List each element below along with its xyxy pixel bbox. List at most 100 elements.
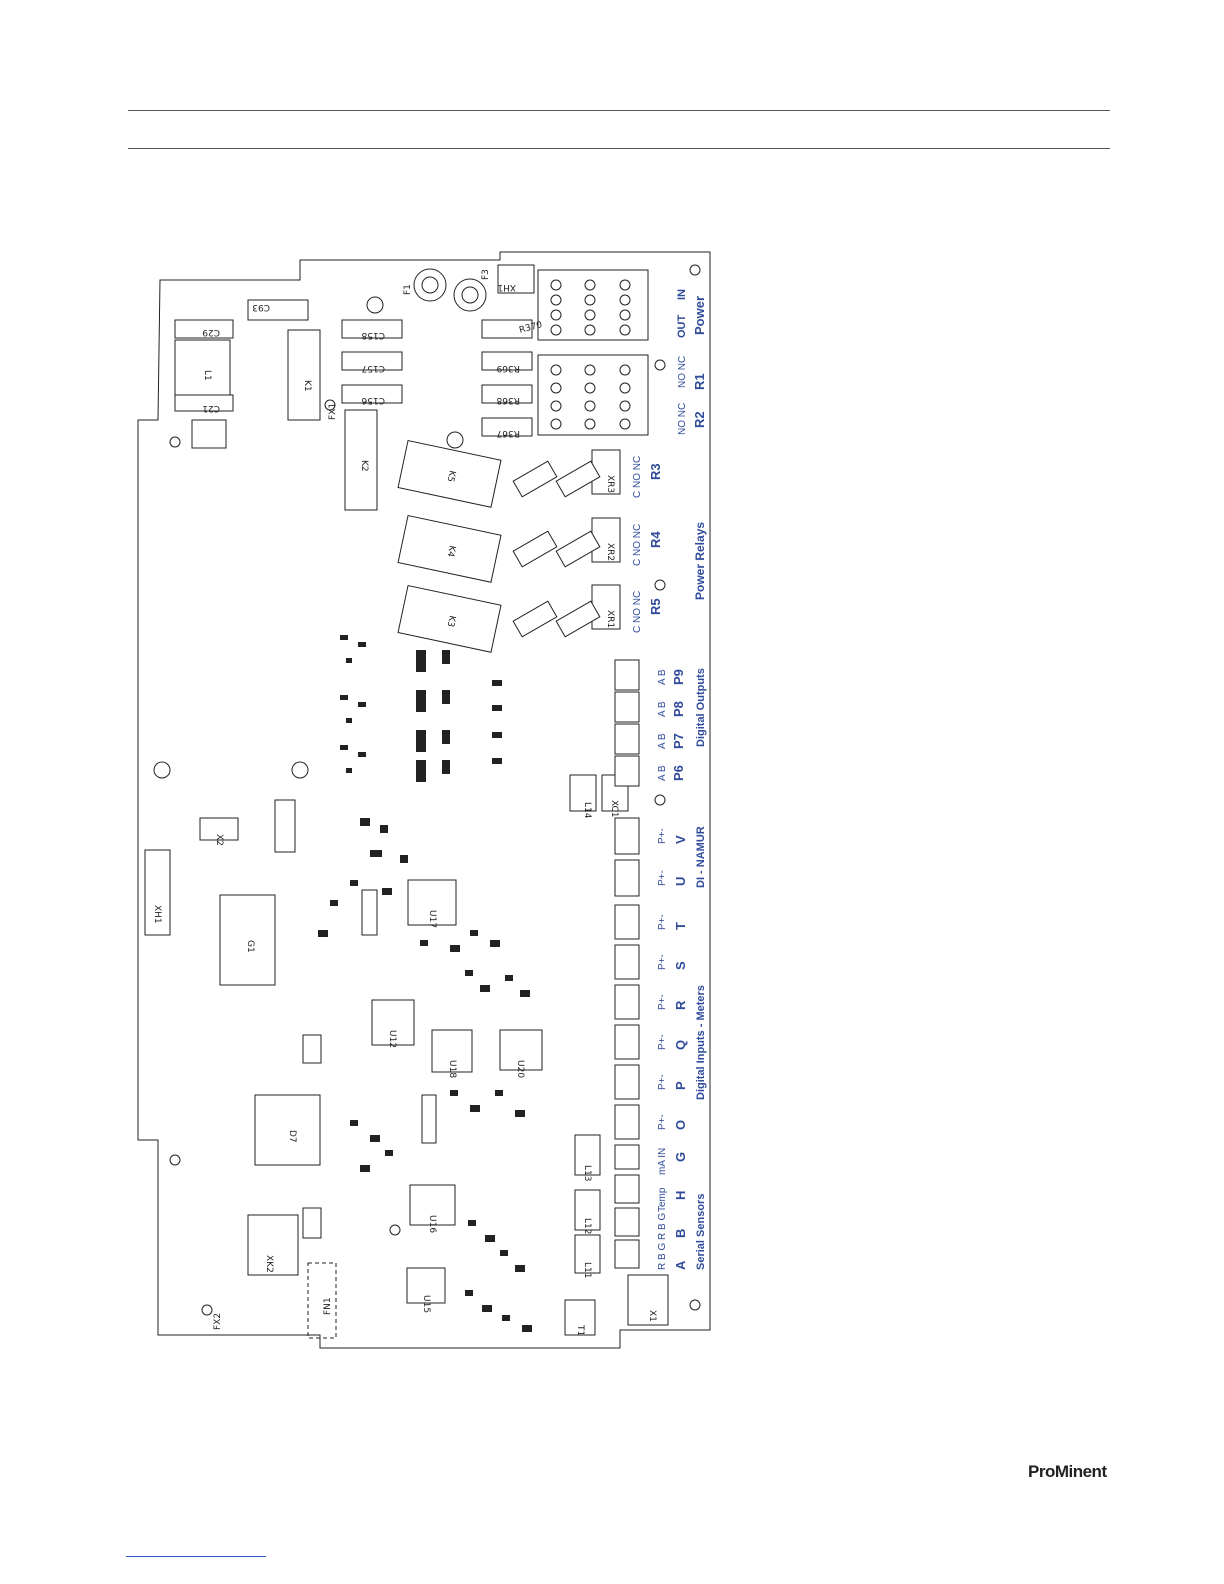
svg-text:mA IN: mA IN [657,1148,668,1175]
port-p9-label: P9 [671,669,686,685]
svg-text:Power: Power [692,296,707,335]
svg-text:K5: K5 [445,469,457,482]
svg-text:R4: R4 [648,531,663,548]
relay-r2-contacts: NO NC [677,403,688,435]
svg-text:Digital Inputs - Meters: Digital Inputs - Meters [695,985,707,1100]
relay-k1 [287,329,321,421]
pcb-diagram: K1 K2 K5 K4 K3 L1 G1 D7 C93 C29 C21 C158… [137,251,711,1349]
port-q-label: Q [673,1040,688,1050]
svg-text:C156: C156 [361,395,385,405]
port-o-label: O [673,1120,688,1130]
digital-inputs-headers [614,904,640,1140]
svg-text:R: R [673,1000,688,1010]
power-terminal-block [537,269,649,436]
svg-text:P9: P9 [671,669,686,685]
svg-text:L1: L1 [202,370,212,381]
ic-u12 [371,999,415,1046]
svg-text:A B: A B [657,669,668,685]
svg-text:U16: U16 [427,1215,437,1233]
port-g-label: G [673,1152,688,1162]
svg-text:P+-: P+- [657,1074,668,1090]
serial-sensors-title: Serial Sensors [695,1194,707,1270]
relay-r5-contacts: C NO NC [632,591,643,633]
svg-text:IN: IN [676,289,688,300]
svg-text:XH1: XH1 [152,905,162,924]
svg-text:XK2: XK2 [264,1255,274,1273]
fuse-f3 [453,278,487,312]
port-t-label: T [673,922,688,930]
relay-r5-label: R5 [648,598,663,615]
power-out-label: OUT [676,315,688,339]
svg-text:P7: P7 [671,733,686,749]
port-s-label: S [673,961,688,970]
svg-text:C29: C29 [202,327,220,337]
svg-text:V: V [673,835,688,844]
header-rule-bottom [128,148,1110,149]
svg-text:Power Relays: Power Relays [693,522,707,600]
svg-text:P+-: P+- [657,1114,668,1130]
relay-k3 [397,584,502,653]
svg-text:K1: K1 [302,380,312,392]
svg-text:X1: X1 [647,1310,657,1322]
svg-text:P6: P6 [671,765,686,781]
svg-text:DI - NAMUR: DI - NAMUR [695,826,707,888]
connector-xh1 [144,849,171,936]
svg-text:R5: R5 [648,598,663,615]
svg-text:K4: K4 [445,544,457,558]
svg-text:C21: C21 [202,403,220,413]
transformer-t1 [564,1299,596,1336]
svg-text:L13: L13 [582,1165,592,1181]
svg-text:C NO NC: C NO NC [632,524,643,566]
digital-inputs-title: Digital Inputs - Meters [695,985,707,1100]
svg-text:C NO NC: C NO NC [632,456,643,498]
svg-text:B: B [673,1229,688,1238]
svg-text:T1: T1 [575,1324,585,1336]
svg-text:R2: R2 [692,411,707,428]
port-r-label: R [673,1000,688,1010]
svg-text:U12: U12 [387,1030,397,1048]
svg-text:U18: U18 [447,1060,457,1078]
power-in-label: IN [676,289,688,300]
relay-k2 [344,409,378,511]
ic-u18 [431,1029,473,1073]
svg-text:P+-: P+- [657,828,668,844]
svg-text:U: U [673,877,688,886]
svg-text:NO NC: NO NC [677,403,688,435]
svg-text:P+-: P+- [657,870,668,886]
svg-text:R369: R369 [496,363,520,373]
svg-text:XC1: XC1 [609,800,619,818]
svg-text:P+-: P+- [657,1034,668,1050]
svg-text:H: H [673,1191,688,1200]
svg-text:C93: C93 [252,302,270,312]
relay-r4-label: R4 [648,531,663,548]
digital-outputs-title: Digital Outputs [695,668,707,747]
component-g1 [219,894,276,986]
svg-text:P: P [673,1081,688,1090]
header-rule-top [128,110,1110,111]
svg-text:P+-: P+- [657,914,668,930]
relay-k4 [397,514,502,583]
svg-text:R1: R1 [692,373,707,390]
ic-u15 [406,1267,446,1304]
prominent-logo: ProMinent [1028,1462,1107,1481]
ic-u17 [407,879,457,926]
svg-text:O: O [673,1120,688,1130]
footer-link-underline[interactable] [126,1556,266,1557]
port-h-label: H [673,1191,688,1200]
port-u-label: U [673,877,688,886]
inductor-l1 [174,339,231,396]
svg-text:U20: U20 [515,1060,525,1078]
svg-text:A B: A B [657,765,668,781]
svg-text:L11: L11 [582,1262,592,1278]
svg-text:K3: K3 [445,614,457,627]
svg-text:C157: C157 [362,363,385,373]
relay-r1-label: R1 [692,373,707,390]
component-d7 [254,1094,321,1166]
connector-xr1 [591,584,621,630]
digital-outputs-headers [614,659,640,787]
port-p7-label: P7 [671,733,686,749]
board-outline [137,251,711,1349]
svg-text:Temp: Temp [657,1187,668,1212]
svg-text:XR1: XR1 [605,610,615,628]
svg-text:FN1: FN1 [323,1297,333,1315]
